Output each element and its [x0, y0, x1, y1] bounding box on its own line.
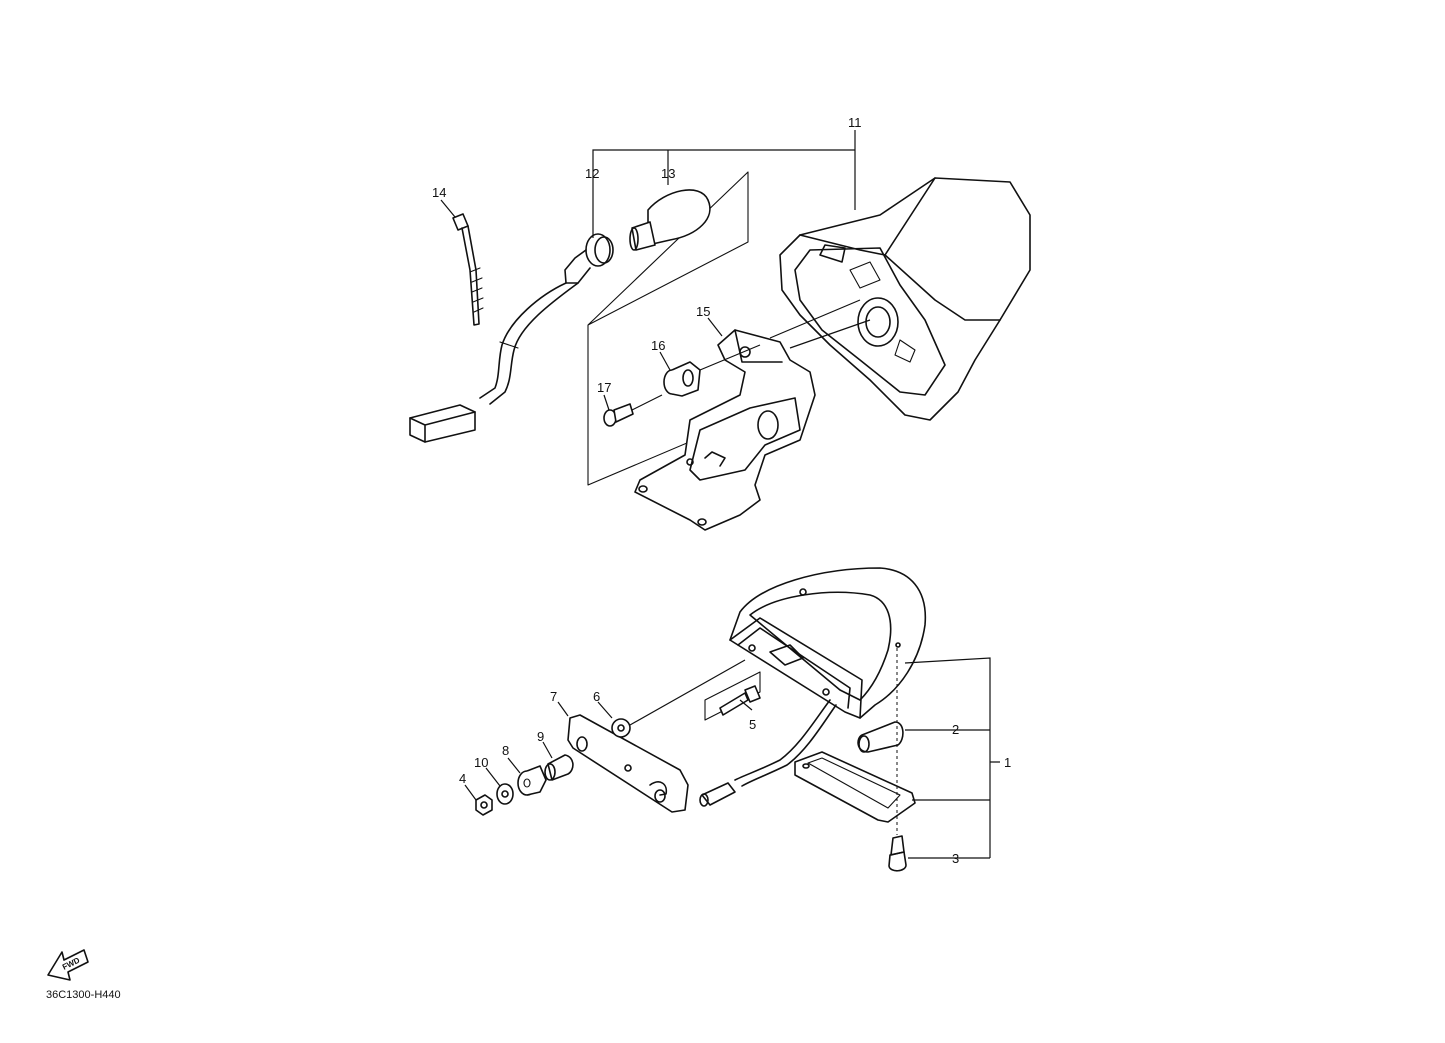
screw-3 — [888, 648, 907, 872]
callout-3: 3 — [952, 851, 959, 866]
callout-13: 13 — [661, 166, 675, 181]
callout-11: 11 — [848, 115, 862, 130]
assembly-line — [699, 299, 871, 371]
callout-1-bracket — [904, 657, 1000, 858]
fwd-arrow-icon: FWD — [47, 949, 89, 981]
screw-17 — [603, 394, 663, 427]
callout-5: 5 — [749, 717, 756, 732]
callout-8: 8 — [502, 743, 509, 758]
bulb — [629, 189, 711, 251]
callout-6: 6 — [593, 689, 600, 704]
tail-light-housing — [779, 177, 1031, 421]
callout-12: 12 — [585, 166, 599, 181]
license-light-cord — [699, 699, 837, 807]
callout-7: 7 — [550, 689, 557, 704]
nut-4 — [475, 794, 493, 816]
callout-10: 10 — [474, 755, 488, 770]
washer-10 — [496, 783, 514, 805]
drawing-code: 36C1300-H440 — [46, 989, 121, 1001]
damper — [663, 361, 701, 397]
callout-15: 15 — [696, 304, 710, 319]
collar-9 — [544, 754, 574, 781]
bolt-5 — [704, 671, 761, 721]
license-light-housing — [729, 567, 927, 719]
washer-6 — [611, 659, 746, 738]
grommet-8 — [517, 765, 547, 796]
callout-2: 2 — [952, 722, 959, 737]
bulb-socket-cord — [409, 233, 614, 443]
callout-14: 14 — [432, 185, 446, 200]
callout-17: 17 — [597, 380, 611, 395]
callout-9: 9 — [537, 729, 544, 744]
tail-light-bracket — [634, 329, 816, 531]
callout-16: 16 — [651, 338, 665, 353]
callout-11-bracket — [592, 130, 856, 210]
callout-1: 1 — [1004, 755, 1011, 770]
cable-tie — [452, 213, 484, 326]
license-bulb — [857, 721, 904, 753]
license-lens-plate — [794, 751, 916, 823]
callout-4: 4 — [459, 771, 466, 786]
